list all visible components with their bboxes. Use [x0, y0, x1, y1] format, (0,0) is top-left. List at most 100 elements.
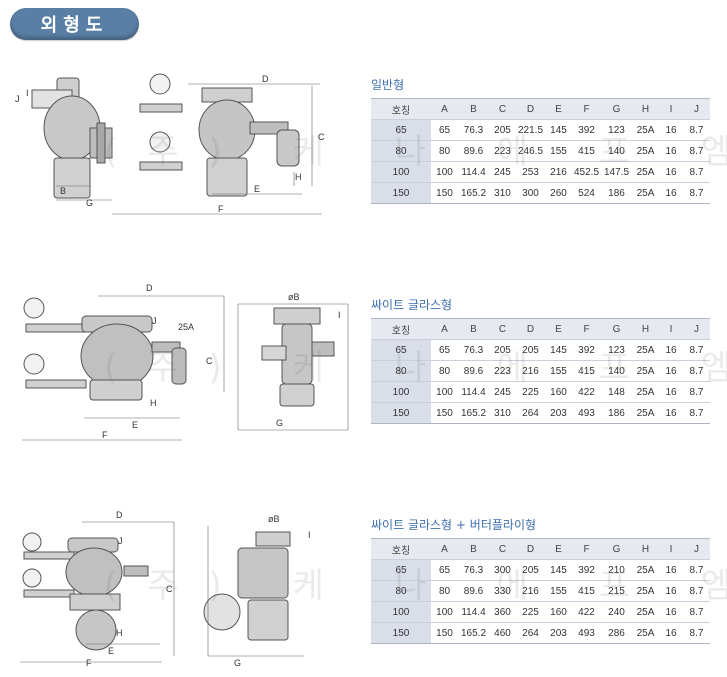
table-cell: 452.5	[572, 161, 601, 183]
table-cell: 114.4	[458, 161, 489, 183]
table-cell: 422	[572, 601, 601, 623]
table-cell: 150	[431, 622, 458, 644]
dim-label-c: C	[318, 132, 325, 142]
table-cell: 225	[516, 381, 545, 403]
table-cell: 150	[431, 182, 458, 204]
table-cell: 205	[489, 339, 516, 361]
column-header: H	[632, 318, 659, 340]
column-header: J	[683, 318, 710, 340]
column-header: G	[601, 98, 632, 120]
dim-label-d: D	[146, 283, 153, 293]
column-header: E	[545, 538, 572, 560]
table-cell: 8.7	[683, 381, 710, 403]
table-cell: 80	[371, 580, 431, 602]
table-cell: 415	[572, 140, 601, 162]
table-cell: 16	[659, 381, 683, 403]
table-cell: 25A	[632, 622, 659, 644]
table-cell: 165.2	[458, 182, 489, 204]
table-cell: 8.7	[683, 580, 710, 602]
table-cell: 65	[371, 559, 431, 581]
column-header: H	[632, 538, 659, 560]
table-cell: 65	[431, 339, 458, 361]
table-cell: 145	[545, 119, 572, 141]
table-cell: 150	[371, 402, 431, 424]
column-header: B	[458, 318, 489, 340]
table-cell: 392	[572, 559, 601, 581]
watermark-text: (주) 케 나 에 프 엠 씨	[104, 132, 727, 172]
table-cell: 8.7	[683, 601, 710, 623]
column-header: C	[489, 318, 516, 340]
dim-label-h: H	[116, 628, 123, 638]
table-cell: 100	[431, 601, 458, 623]
column-header: G	[601, 538, 632, 560]
dim-label-e: E	[254, 184, 260, 194]
table-cell: 89.6	[458, 580, 489, 602]
table-cell: 8.7	[683, 622, 710, 644]
dim-label-b-diameter: øB	[268, 514, 280, 524]
table-cell: 147.5	[601, 161, 632, 183]
table-cell: 8.7	[683, 182, 710, 204]
table-cell: 300	[489, 559, 516, 581]
table-cell: 493	[572, 622, 601, 644]
table-cell: 140	[601, 140, 632, 162]
table-cell: 8.7	[683, 360, 710, 382]
dim-label-j: J	[15, 94, 20, 104]
table-cell: 25A	[632, 119, 659, 141]
table-cell: 8.7	[683, 402, 710, 424]
table-cell: 16	[659, 559, 683, 581]
table-cell: 25A	[632, 559, 659, 581]
table-cell: 100	[431, 381, 458, 403]
dim-label-f: F	[218, 204, 224, 214]
table-cell: 253	[516, 161, 545, 183]
page-title: 외형도	[10, 8, 139, 40]
column-header: A	[431, 318, 458, 340]
column-header: I	[659, 318, 683, 340]
column-header: B	[458, 98, 489, 120]
dim-label-f: F	[102, 430, 108, 440]
table-cell: 524	[572, 182, 601, 204]
table-cell: 100	[371, 601, 431, 623]
table-cell: 16	[659, 601, 683, 623]
table-cell: 165.2	[458, 622, 489, 644]
table-header-row: 호칭 A B C D E F G H I J	[371, 538, 710, 560]
table-cell: 8.7	[683, 119, 710, 141]
table-cell: 145	[545, 339, 572, 361]
table-cell: 8.7	[683, 559, 710, 581]
table-cell: 80	[431, 360, 458, 382]
column-header: H	[632, 98, 659, 120]
column-header: E	[545, 98, 572, 120]
table-cell: 145	[545, 559, 572, 581]
table-cell: 310	[489, 402, 516, 424]
table-cell: 76.3	[458, 339, 489, 361]
table-cell: 150	[431, 402, 458, 424]
dim-label-h: H	[295, 172, 302, 182]
table-cell: 392	[572, 119, 601, 141]
dim-label-g: G	[86, 198, 93, 208]
column-header: F	[572, 98, 601, 120]
table-cell: 210	[601, 559, 632, 581]
table-cell: 160	[545, 381, 572, 403]
watermark-text: (주) 케 나 에 프 엠 씨	[104, 348, 727, 388]
table-cell: 80	[371, 140, 431, 162]
dim-label-j: J	[152, 316, 157, 326]
table-cell: 165.2	[458, 402, 489, 424]
table-cell: 65	[371, 339, 431, 361]
dim-label-c: C	[206, 356, 213, 366]
column-header: C	[489, 98, 516, 120]
column-header: D	[516, 98, 545, 120]
table-cell: 80	[431, 140, 458, 162]
table-cell: 16	[659, 140, 683, 162]
table-cell: 300	[516, 182, 545, 204]
table-cell: 25A	[632, 182, 659, 204]
table-cell: 8.7	[683, 140, 710, 162]
table-cell: 65	[431, 119, 458, 141]
table-cell: 8.7	[683, 339, 710, 361]
column-header: F	[572, 318, 601, 340]
